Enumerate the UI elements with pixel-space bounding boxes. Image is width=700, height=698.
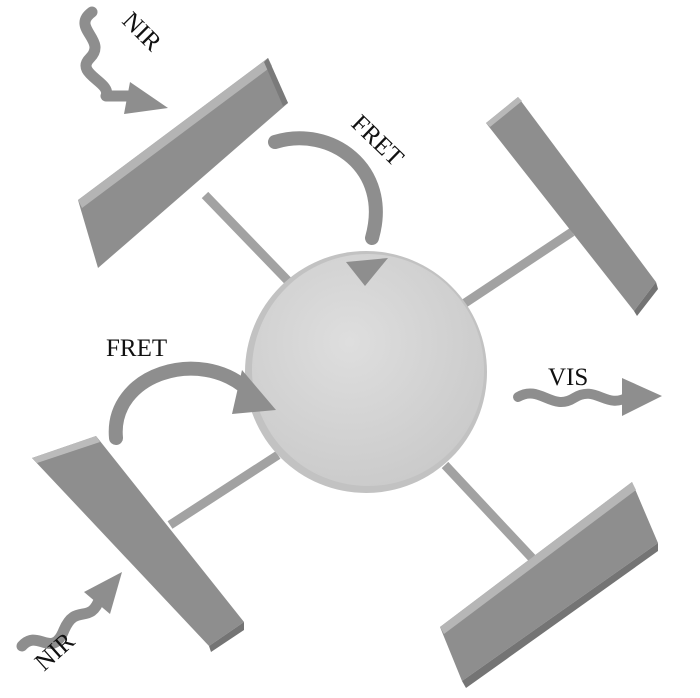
linker-bottom-right [441, 461, 536, 562]
antenna-top-right [486, 97, 658, 316]
vis-arrow [513, 378, 662, 416]
nir-label-bottom: NIR [30, 627, 80, 676]
fret-label-left: FRET [106, 335, 167, 362]
nir-label-top: NIR [117, 7, 167, 57]
nir-arrow-bottom [16, 572, 122, 652]
antenna-bottom-left [32, 436, 244, 652]
linker-top-right [459, 228, 575, 309]
antenna-top-left [78, 58, 288, 268]
linker-top-left [201, 191, 294, 287]
fret-arrow-left [108, 361, 276, 445]
vis-label: VIS [548, 364, 588, 391]
core-nanoparticle [245, 251, 487, 493]
nir-arrow-top [79, 6, 168, 114]
fret-arrow-top [268, 131, 388, 286]
antenna-bottom-right [440, 482, 658, 688]
linker-bottom-left [167, 451, 281, 529]
